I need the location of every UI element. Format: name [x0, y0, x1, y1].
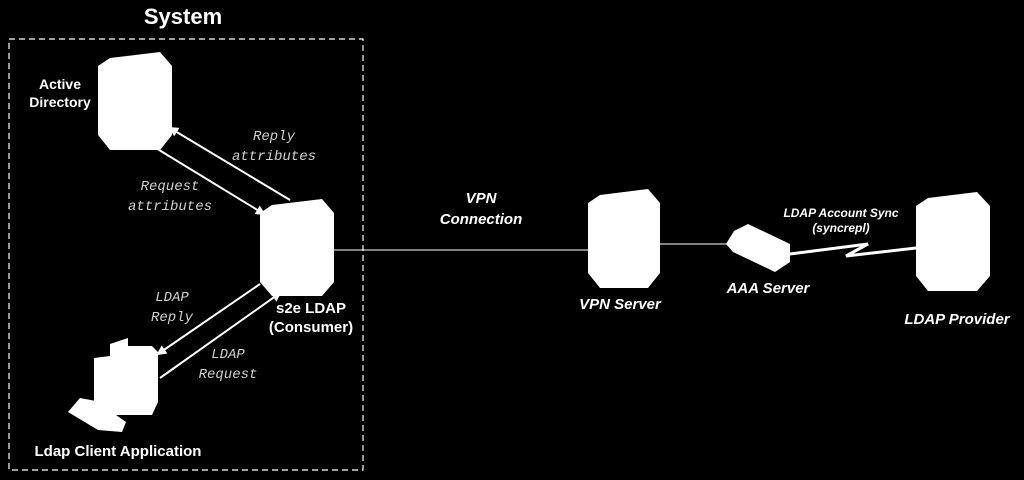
- workstation-icon: [94, 338, 158, 415]
- reply-attributes-arrow: [168, 126, 291, 201]
- request-attributes-label-1: Request: [141, 179, 200, 195]
- reply-attributes-label-1: Reply: [253, 129, 296, 145]
- ldap-reply-label-1: LDAP: [155, 290, 189, 306]
- ldap-client-label: Ldap Client Application: [35, 443, 202, 460]
- aaa-server-node[interactable]: [726, 224, 790, 272]
- s2e-ldap-label-1: s2e LDAP: [276, 300, 346, 317]
- system-boundary: [8, 38, 364, 471]
- ldap-request-label-2: Request: [199, 367, 258, 383]
- vpn-connection-label-2: Connection: [440, 211, 523, 228]
- s2e-ldap-node[interactable]: [260, 199, 334, 296]
- system-title: System: [144, 4, 222, 29]
- server-icon: [98, 52, 172, 150]
- ldap-account-sync-label-2: (syncrepl): [812, 221, 869, 235]
- keyboard-icon: [68, 398, 126, 432]
- ldap-reply-arrow: [156, 283, 261, 356]
- vpn-server-node[interactable]: [588, 189, 660, 288]
- vpn-connection-label-1: VPN: [466, 190, 498, 207]
- ldap-account-sync-label-1: LDAP Account Sync: [783, 206, 898, 220]
- request-attributes-label-2: attributes: [128, 199, 212, 215]
- ldap-client-node[interactable]: [68, 338, 158, 432]
- reply-attributes-label-2: attributes: [232, 149, 316, 165]
- server-icon: [916, 192, 990, 291]
- ldap-provider-label: LDAP Provider: [904, 311, 1010, 328]
- s2e-ldap-label-2: (Consumer): [269, 319, 353, 336]
- router-icon: [726, 224, 790, 272]
- sync-lightning-line: [789, 242, 917, 258]
- ldap-reply-label-2: Reply: [151, 310, 194, 326]
- active-directory-node[interactable]: [98, 52, 172, 150]
- active-directory-label-1: Active: [39, 76, 81, 92]
- aaa-server-label: AAA Server: [726, 280, 811, 297]
- server-icon: [260, 199, 334, 296]
- ldap-provider-node[interactable]: [916, 192, 990, 291]
- vpn-server-label: VPN Server: [579, 296, 662, 313]
- ldap-request-label-1: LDAP: [211, 347, 245, 363]
- request-attributes-arrow: [145, 141, 266, 216]
- ldap-request-arrow: [159, 291, 282, 379]
- active-directory-label-2: Directory: [29, 94, 91, 110]
- server-icon: [588, 189, 660, 288]
